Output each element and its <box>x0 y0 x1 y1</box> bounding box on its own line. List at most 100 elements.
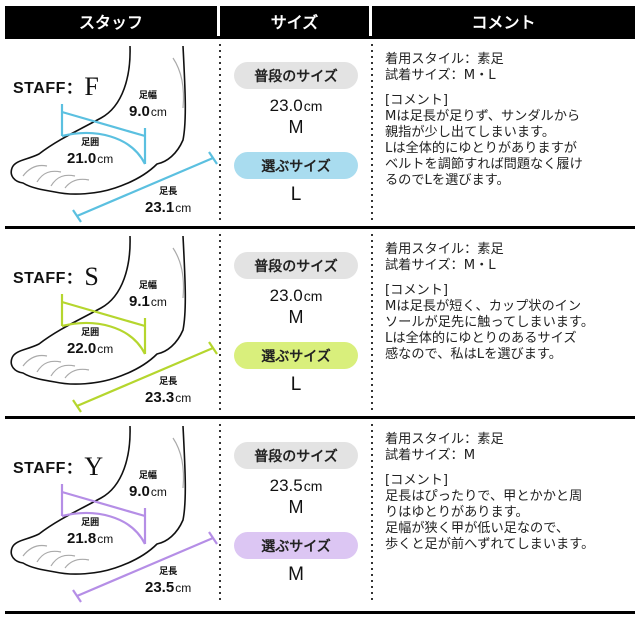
tried-sizes: 試着サイズ：M <box>385 448 476 463</box>
comment-column: 着用スタイル：素足 試着サイズ：M・L [コメント] Mは足長が足りず、サンダル… <box>385 52 637 189</box>
comment-column: 着用スタイル：素足 試着サイズ：M・L [コメント] Mは足長が短く、カップ状の… <box>385 242 637 363</box>
table-row-staff-y: STAFF：Y 足幅 9.0cm 足囲 21.8cm 足長 23.5cm 普段の… <box>5 416 635 606</box>
chosen-size-badge: 選ぶサイズ <box>234 152 358 179</box>
foot-width-label: 足幅 <box>138 91 157 101</box>
foot-girth-value: 21.0 <box>67 150 97 167</box>
chosen-size-value: M <box>288 564 304 585</box>
chosen-size-value: L <box>290 184 302 205</box>
usual-size-value: M <box>288 307 304 327</box>
foot-icon <box>10 235 218 413</box>
comment-title: [コメント] <box>385 283 449 298</box>
comment-line: Lは全体的にゆとりがありますが <box>385 141 577 156</box>
usual-size-badge: 普段のサイズ <box>234 442 358 469</box>
comment-line: Mは足長が短く、カップ状のイン <box>385 299 582 314</box>
usual-size-cm: 23.5cm <box>269 476 323 495</box>
wear-style: 着用スタイル：素足 <box>385 432 504 447</box>
comment-text: 足長はぴったりで、甲とかかと周りはゆとりがあります。足幅が狭く甲が低い足なので、… <box>385 489 637 553</box>
staff-name: STAFF：F <box>13 72 99 102</box>
chosen-size-value: L <box>290 374 302 395</box>
measure-lines <box>60 294 218 413</box>
foot-icon <box>10 425 218 603</box>
foot-girth-label: 足囲 <box>81 328 100 338</box>
foot-width-label: 足幅 <box>138 471 157 481</box>
comment-line: 親指が少し出てしまいます。 <box>385 125 556 140</box>
row-divider <box>5 36 635 39</box>
usual-size-value: M <box>288 497 304 517</box>
row-divider <box>5 416 635 419</box>
comment-line: 歩くと足が前へずれてしまいます。 <box>385 537 595 552</box>
comment-line: Mは足長が足りず、サンダルから <box>385 109 581 124</box>
foot-width-value: 9.0 <box>129 483 150 500</box>
staff-name: STAFF：S <box>13 262 99 292</box>
foot-length-label: 足長 <box>159 567 178 577</box>
comment-text: Mは足長が短く、カップ状のインソールが足先に触ってしまいます。Lは全体的にゆとり… <box>385 299 637 363</box>
chosen-size-badge: 選ぶサイズ <box>234 342 358 369</box>
foot-length-label: 足長 <box>159 377 178 387</box>
foot-length-value: 23.3 <box>145 389 175 406</box>
dotted-divider <box>219 232 221 414</box>
staff-initial: S <box>84 262 100 291</box>
table-row-staff-s: STAFF：S 足幅 9.1cm 足囲 22.0cm 足長 23.3cm 普段の… <box>5 226 635 416</box>
usual-size-value: M <box>288 117 304 137</box>
usual-size-badge: 普段のサイズ <box>234 252 358 279</box>
dotted-divider <box>371 232 373 414</box>
foot-girth-label: 足囲 <box>81 138 100 148</box>
foot-length-value: 23.1 <box>145 199 175 216</box>
staff-initial: F <box>84 72 100 101</box>
usual-size-cm: 23.0cm <box>269 96 323 115</box>
header-comment: コメント <box>372 6 635 36</box>
size-column: 普段のサイズ 23.5cm M 選ぶサイズ M <box>223 416 369 606</box>
measure-lines <box>60 484 218 603</box>
tried-sizes: 試着サイズ：M・L <box>385 258 496 273</box>
foot-girth-value: 21.8 <box>67 530 97 547</box>
foot-length: 足長 23.1cm <box>145 187 192 216</box>
size-column: 普段のサイズ 23.0cm M 選ぶサイズ L <box>223 226 369 416</box>
comment-text: Mは足長が足りず、サンダルから親指が少し出てしまいます。Lは全体的にゆとりがあり… <box>385 109 637 189</box>
usual-size-cm: 23.0cm <box>269 286 323 305</box>
foot-length-label: 足長 <box>159 187 178 197</box>
comment-column: 着用スタイル：素足 試着サイズ：M [コメント] 足長はぴったりで、甲とかかと周… <box>385 432 637 553</box>
header-staff: スタッフ <box>5 6 217 36</box>
dotted-divider <box>219 42 221 224</box>
chosen-size-badge: 選ぶサイズ <box>234 532 358 559</box>
measure-lines <box>60 104 218 223</box>
foot-width-value: 9.1 <box>129 293 150 310</box>
table-bottom-border <box>5 611 635 614</box>
foot-illustration: STAFF：Y 足幅 9.0cm 足囲 21.8cm 足長 23.5cm <box>5 416 220 606</box>
foot-width: 足幅 9.0cm <box>129 471 167 500</box>
wear-style: 着用スタイル：素足 <box>385 242 504 257</box>
header-size: サイズ <box>220 6 369 36</box>
foot-icon <box>10 45 218 223</box>
foot-length-value: 23.5 <box>145 579 175 596</box>
foot-illustration: STAFF：S 足幅 9.1cm 足囲 22.0cm 足長 23.3cm <box>5 226 220 416</box>
staff-initial: Y <box>84 452 104 481</box>
foot-width-value: 9.0 <box>129 103 150 120</box>
row-divider <box>5 226 635 229</box>
table-row-staff-f: STAFF：F 足幅 9.0cm 足囲 21.0cm 足長 23.1cm 普段の… <box>5 36 635 226</box>
staff-name: STAFF：Y <box>13 452 104 482</box>
foot-girth: 足囲 22.0cm <box>67 328 114 357</box>
comment-line: Lは全体的にゆとりのあるサイズ <box>385 331 577 346</box>
comment-line: るのでLを選びます。 <box>385 173 510 188</box>
wear-style: 着用スタイル：素足 <box>385 52 504 67</box>
foot-length: 足長 23.5cm <box>145 567 192 596</box>
comment-title: [コメント] <box>385 93 449 108</box>
table-header: スタッフ サイズ コメント <box>5 6 635 36</box>
size-column: 普段のサイズ 23.0cm M 選ぶサイズ L <box>223 36 369 226</box>
foot-girth: 足囲 21.8cm <box>67 518 114 547</box>
staff-prefix: STAFF： <box>13 80 83 97</box>
staff-prefix: STAFF： <box>13 460 83 477</box>
foot-illustration: STAFF：F 足幅 9.0cm 足囲 21.0cm 足長 23.1cm <box>5 36 220 226</box>
comment-line: 足幅が狭く甲が低い足なので、 <box>385 521 570 536</box>
tried-sizes: 試着サイズ：M・L <box>385 68 496 83</box>
foot-width: 足幅 9.0cm <box>129 91 167 120</box>
dotted-divider <box>219 422 221 604</box>
foot-width: 足幅 9.1cm <box>129 281 167 310</box>
comment-line: 感なので、私はLを選びます。 <box>385 347 562 362</box>
dotted-divider <box>371 422 373 604</box>
staff-prefix: STAFF： <box>13 270 83 287</box>
foot-girth: 足囲 21.0cm <box>67 138 114 167</box>
foot-width-label: 足幅 <box>138 281 157 291</box>
comment-line: りはゆとりがあります。 <box>385 505 529 520</box>
comment-title: [コメント] <box>385 473 449 488</box>
